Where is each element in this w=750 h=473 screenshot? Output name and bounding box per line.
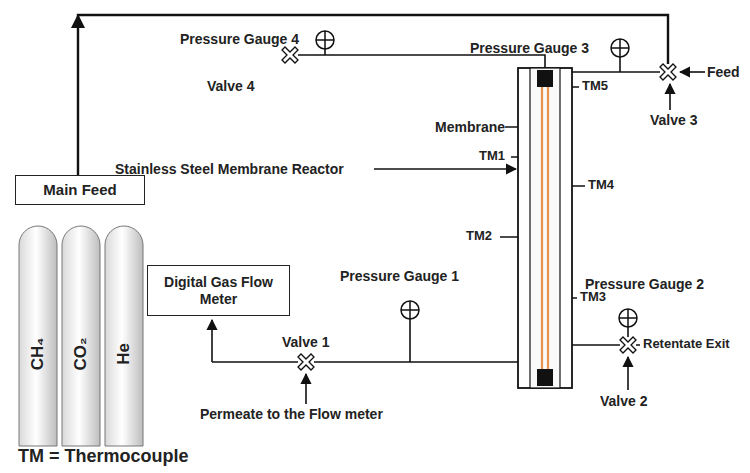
legend-note: TM = Thermocouple bbox=[18, 446, 189, 467]
part-label: TM5 bbox=[582, 79, 608, 94]
gauge-stem bbox=[324, 49, 326, 55]
pointer-arrow bbox=[627, 357, 629, 390]
pointer-arrow bbox=[669, 84, 671, 110]
pressure-gauge-symbol bbox=[316, 31, 334, 49]
box-label: Digital Gas Flow Meter bbox=[148, 272, 289, 310]
part-label: TM3 bbox=[580, 290, 606, 305]
gas-cylinder: CH₄ bbox=[18, 225, 58, 447]
membrane-reactor bbox=[518, 68, 572, 388]
part-label: Valve 1 bbox=[282, 334, 330, 350]
part-label: Valve 3 bbox=[650, 112, 698, 128]
part-label: Pressure Gauge 3 bbox=[470, 40, 589, 56]
permeate-pipe bbox=[212, 362, 545, 370]
part-label: Retentate Exit bbox=[643, 337, 730, 352]
process-box: Main Feed bbox=[15, 175, 145, 205]
feed-pipe bbox=[572, 71, 660, 73]
gas-name: CH₄ bbox=[28, 337, 48, 370]
cylinder-outline bbox=[104, 225, 144, 447]
pipes bbox=[78, 15, 705, 404]
part-label: TM4 bbox=[588, 178, 614, 193]
pointer-arrow bbox=[305, 374, 307, 404]
gas-name: He bbox=[114, 343, 134, 365]
part-label: TM2 bbox=[466, 229, 492, 244]
gas-name: CO₂ bbox=[71, 337, 91, 370]
valve-symbol bbox=[660, 64, 676, 80]
pressure-gauge-symbol bbox=[619, 309, 637, 327]
valve-symbol bbox=[282, 47, 298, 63]
flow-arrow bbox=[211, 320, 213, 362]
part-label: Stainless Steel Membrane Reactor bbox=[115, 161, 344, 177]
process-box: Digital Gas Flow Meter bbox=[147, 265, 290, 316]
part-label: Feed bbox=[707, 64, 740, 80]
gas-cylinder: CO₂ bbox=[61, 225, 101, 447]
gas-cylinder: He bbox=[104, 225, 144, 447]
box-label: Main Feed bbox=[37, 179, 122, 201]
feed-arrow bbox=[680, 71, 705, 73]
part-label: Valve 2 bbox=[600, 393, 648, 409]
valve-symbol bbox=[298, 354, 314, 370]
pressure-gauge-symbol bbox=[611, 39, 629, 57]
part-label: Pressure Gauge 4 bbox=[180, 31, 299, 47]
cylinder-outline bbox=[18, 225, 58, 447]
valve-symbol bbox=[620, 337, 636, 353]
part-label: TM1 bbox=[479, 149, 505, 164]
leader-arrow bbox=[374, 168, 516, 170]
pressure-gauge-symbol bbox=[401, 301, 419, 319]
gauge-stem bbox=[627, 327, 629, 337]
gauge-stem bbox=[619, 57, 621, 72]
part-label: Pressure Gauge 1 bbox=[340, 268, 459, 284]
gauge-stem bbox=[409, 319, 411, 362]
part-label: Membrane bbox=[435, 119, 505, 135]
main-feed-pipe bbox=[78, 15, 668, 175]
top-pipe bbox=[298, 55, 545, 68]
cylinder-outline bbox=[61, 225, 101, 447]
part-label: Valve 4 bbox=[207, 78, 255, 94]
arrowhead bbox=[71, 14, 85, 28]
part-label: Permeate to the Flow meter bbox=[200, 406, 383, 422]
